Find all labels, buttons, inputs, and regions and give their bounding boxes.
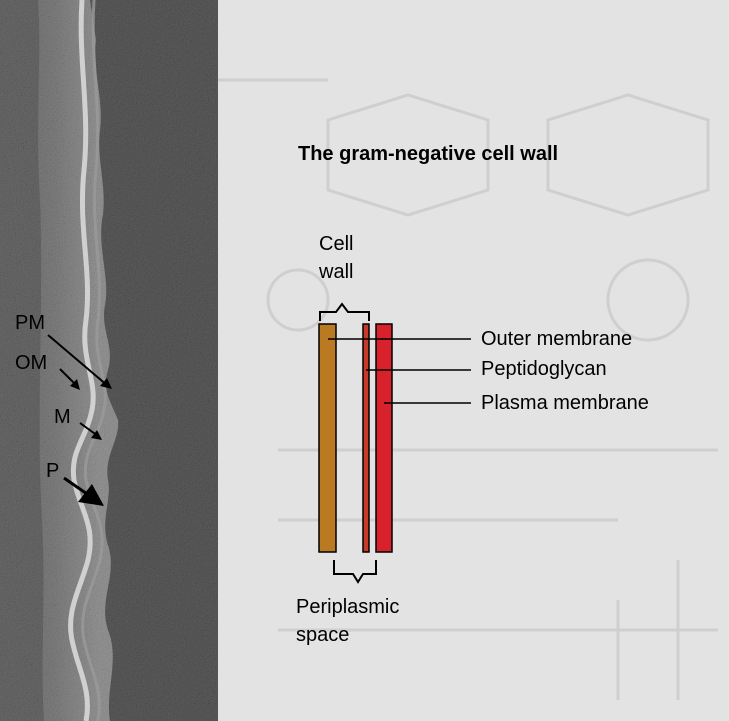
periplasmic-label-line1: Periplasmic [296, 596, 400, 618]
cell-wall-diagram: The gram-negative cell wall Cell wall Pe… [218, 0, 729, 721]
outer-membrane-label: Outer membrane [481, 328, 633, 350]
background-structure-watermark [218, 78, 718, 700]
cell-wall-label: Cell wall [319, 230, 379, 286]
outer-membrane-layer [318, 323, 337, 553]
cell-wall-label-line2: wall [319, 261, 354, 283]
peptidoglycan-label: Peptidoglycan [481, 358, 607, 380]
label-pm: PM [15, 312, 45, 334]
om-arrow [59, 368, 77, 386]
pm-arrow [47, 334, 109, 387]
periplasmic-space-label: Periplasmic space [296, 593, 426, 649]
micrograph-image [0, 0, 218, 721]
label-p: P [46, 460, 60, 482]
plasma-membrane-layer [375, 323, 393, 553]
peptidoglycan-layer [362, 323, 370, 553]
envelope-membrane-line [68, 0, 96, 721]
periplasmic-label-line2: space [296, 624, 350, 646]
periplasmic-space-brace [333, 560, 377, 584]
diagram-title: The gram-negative cell wall [298, 143, 559, 165]
diagram-graphics [218, 78, 718, 700]
electron-micrograph: PM OM M P [0, 0, 218, 721]
plasma-membrane-label: Plasma membrane [481, 392, 649, 414]
label-om: OM [15, 352, 48, 374]
label-m: M [54, 406, 71, 428]
cell-wall-brace [319, 302, 370, 321]
cell-wall-label-line1: Cell [319, 233, 354, 255]
